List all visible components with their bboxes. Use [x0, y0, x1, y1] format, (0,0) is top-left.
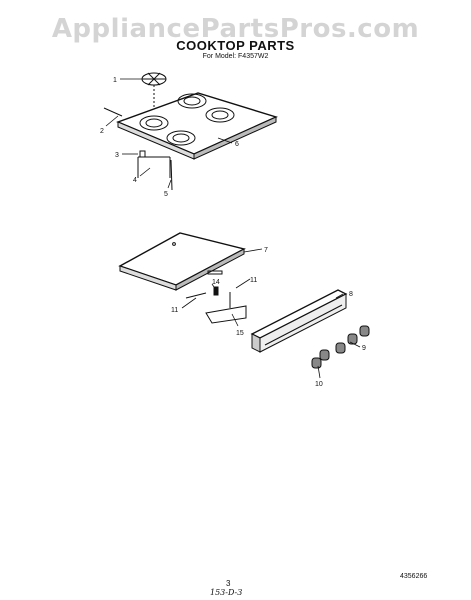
watermark: AppliancePartsPros.com: [51, 14, 420, 44]
callout-4: 4: [133, 177, 137, 184]
callout-14: 14: [212, 279, 220, 286]
burner-grate[interactable]: [141, 72, 167, 108]
burner-box-panel[interactable]: [118, 232, 246, 291]
callout-labels: 1 2 3 4 5 6 7 8 9 10 11 11 14 15: [100, 77, 366, 388]
callout-7: 7: [264, 247, 268, 254]
front-trim-bar[interactable]: [250, 289, 348, 353]
page-number: 3: [226, 579, 231, 588]
callout-11-left: 11: [171, 307, 178, 314]
callout-10: 10: [315, 381, 323, 388]
cooktop-surface[interactable]: [116, 92, 278, 160]
callout-5: 5: [164, 191, 168, 198]
control-knobs[interactable]: [311, 325, 370, 369]
callout-2: 2: [100, 128, 104, 135]
callout-6: 6: [235, 141, 239, 148]
callout-8: 8: [349, 291, 353, 298]
callout-15: 15: [236, 330, 244, 337]
page-title: COOKTOP PARTS: [176, 38, 295, 53]
callout-11-right: 11: [250, 277, 257, 284]
hinge-strip[interactable]: [103, 107, 123, 117]
model-subtitle: For Model: F4357W2: [202, 53, 269, 60]
callout-3: 3: [115, 152, 119, 159]
callout-9: 9: [362, 345, 366, 352]
leader-lines: [105, 78, 361, 379]
document-number: 4356266: [400, 573, 428, 580]
handwritten-note: 153-D-3: [210, 588, 243, 597]
mounting-hardware[interactable]: [137, 150, 173, 191]
bracket-hardware[interactable]: [185, 270, 247, 324]
callout-1: 1: [113, 77, 117, 84]
